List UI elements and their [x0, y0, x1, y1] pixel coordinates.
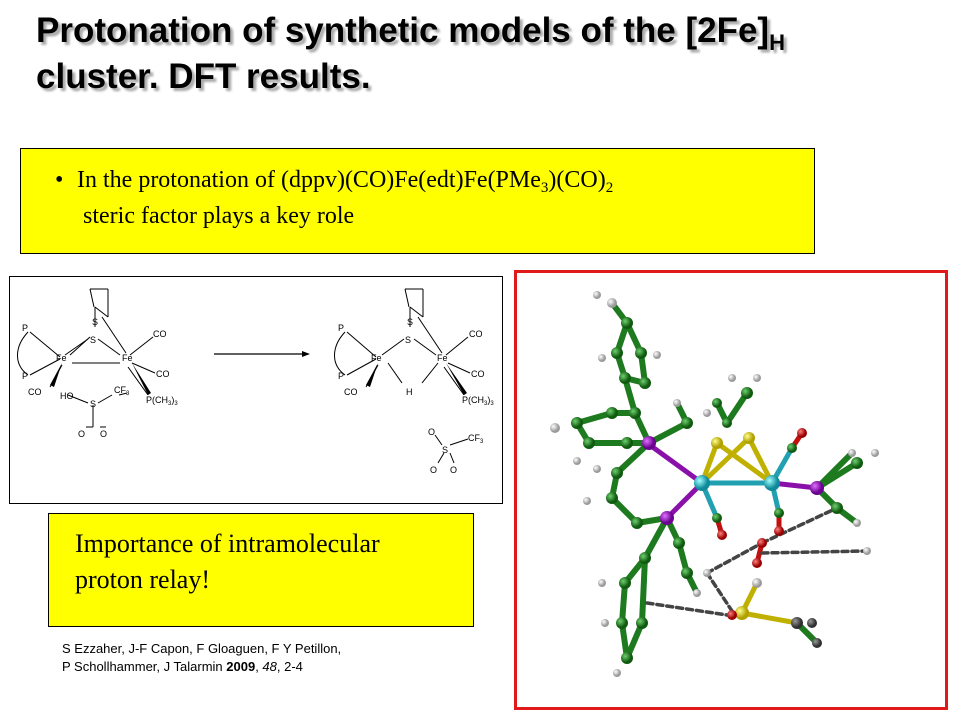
atom-label: O [78, 429, 85, 439]
atom-label: O [428, 427, 435, 437]
bullet-line2: steric factor plays a key role [83, 203, 355, 229]
atom-label: S [442, 445, 448, 455]
title-part2: cluster. DFT results. [36, 57, 371, 96]
citation-sep: , [255, 659, 263, 674]
atom-label: S [92, 317, 98, 327]
atom-label: O [100, 429, 107, 439]
relay-line1: Importance of intramolecular [75, 529, 380, 558]
atom-label: CO [156, 369, 170, 379]
atom-label: H [406, 387, 413, 397]
atom-label: S [90, 399, 96, 409]
slide-title: Protonation of synthetic models of the [… [36, 8, 936, 100]
citation-authors1: S Ezzaher, J-F Capon, F Gloaguen, F Y Pe… [62, 641, 342, 656]
atom-label: CF3 [468, 433, 484, 445]
title-subscript: H [769, 30, 785, 55]
citation-volume: 48 [262, 659, 277, 674]
relay-line2: proton relay! [75, 565, 211, 594]
citation-year: 2009 [226, 659, 256, 674]
atom-label: CO [469, 329, 483, 339]
reaction-scheme: P P Fe Fe S S CO CO CO P(CH3)3 HO S CF3 … [9, 276, 503, 504]
relay-text: Importance of intramolecular proton rela… [75, 526, 380, 598]
bullet-text-mid: )(CO) [548, 167, 606, 193]
atom-label: CO [28, 387, 42, 397]
atom-label: CO [471, 369, 485, 379]
atom-label: Fe [371, 353, 382, 363]
bullet-callout: • In the protonation of (dppv)(CO)Fe(edt)… [20, 148, 815, 254]
dft-structure-image [550, 291, 879, 677]
citation-authors2: P Schollhammer, J Talarmin [62, 659, 227, 674]
reaction-scheme-drawing: P P Fe Fe S S CO CO CO P(CH3)3 HO S CF3 … [17, 288, 494, 475]
atom-label: S [90, 335, 96, 345]
atom-label: HO [60, 391, 74, 401]
atom-label: Fe [437, 353, 448, 363]
dft-structure-frame [514, 270, 948, 710]
bullet-sub1: 3 [540, 180, 549, 196]
atom-label: P [338, 371, 344, 381]
atom-label: Fe [122, 353, 133, 363]
atom-label: P [22, 323, 28, 333]
bullet-line1: • In the protonation of (dppv)(CO)Fe(edt)… [55, 167, 614, 196]
atom-label: P(CH3)3 [462, 395, 494, 407]
atom-label: P [338, 323, 344, 333]
bullet-dot-icon: • [55, 167, 64, 193]
atom-label: O [430, 465, 437, 475]
atom-label: CO [153, 329, 167, 339]
atom-label: S [405, 335, 411, 345]
atom-label: Fe [56, 353, 67, 363]
atom-label: S [407, 317, 413, 327]
atom-label: CF3 [114, 385, 130, 397]
citation-pages: , 2-4 [276, 659, 303, 674]
citation: S Ezzaher, J-F Capon, F Gloaguen, F Y Pe… [62, 640, 442, 676]
bullet-sub2: 2 [605, 180, 614, 196]
atom-label: O [450, 465, 457, 475]
title-part1: Protonation of synthetic models of the [… [36, 11, 770, 50]
reaction-arrow-icon [302, 351, 310, 357]
atom-label: P(CH3)3 [146, 395, 178, 407]
bullet-text-prefix: In the protonation of (dppv)(CO)Fe(edt)F… [77, 167, 541, 193]
atom-label: CO [344, 387, 358, 397]
atom-label: P [22, 371, 28, 381]
relay-callout: Importance of intramolecular proton rela… [48, 513, 474, 627]
